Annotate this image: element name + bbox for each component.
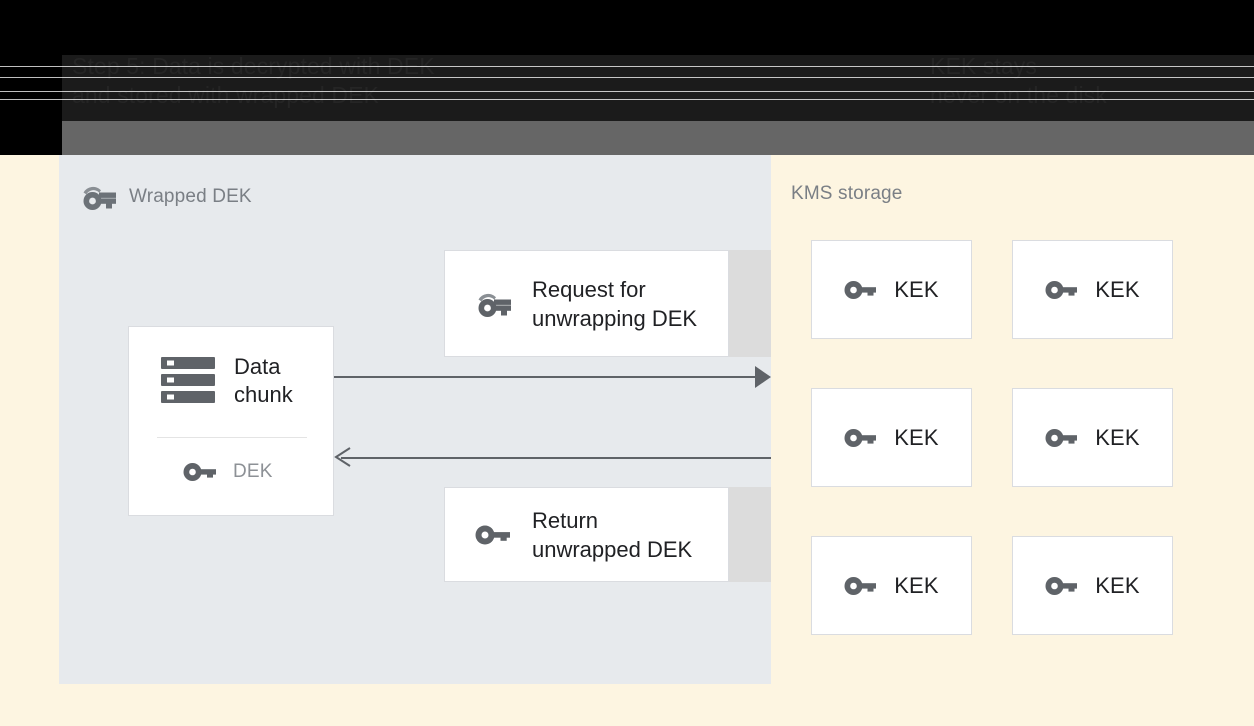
kek-label: KEK (894, 424, 939, 450)
data-chunk-card-header: Data chunk (129, 327, 333, 409)
chrome-gray-band (0, 121, 1254, 155)
kms-storage-heading-label: KMS storage (791, 183, 903, 204)
wrapped-dek-heading: Wrapped DEK (79, 183, 252, 211)
kek-card[interactable]: KEK (1012, 240, 1173, 339)
obscured-heading-left: Step 5: Data is decrypted with DEK and s… (72, 53, 435, 108)
data-chunk-title: Data chunk (234, 354, 293, 407)
kek-card[interactable]: KEK (1012, 536, 1173, 635)
request-card-strip (729, 250, 771, 357)
key-icon (1045, 426, 1079, 450)
request-unwrap-card[interactable]: Request for unwrapping DEK (444, 250, 729, 357)
kek-card[interactable]: KEK (1012, 388, 1173, 487)
return-arrow-head (334, 447, 352, 467)
chrome-black-band (0, 0, 1254, 55)
kek-label: KEK (894, 276, 939, 302)
request-arrow-head (755, 366, 771, 388)
kms-storage-heading: KMS storage (791, 183, 902, 205)
chrome-gray-left-block (0, 121, 62, 155)
return-card-strip (729, 487, 771, 582)
data-chunk-card[interactable]: Data chunk DEK (128, 326, 334, 516)
client-panel: Wrapped DEK Data chunk (59, 155, 771, 684)
kek-card[interactable]: KEK (811, 388, 972, 487)
request-arrow-line (334, 376, 764, 378)
key-icon (844, 574, 878, 598)
key-icon (474, 522, 512, 548)
key-icon (844, 278, 878, 302)
wrapped-key-icon (79, 183, 117, 211)
data-chunk-divider (157, 437, 307, 438)
request-unwrap-label: Request for unwrapping DEK (532, 276, 698, 331)
return-unwrapped-label: Return unwrapped DEK (532, 507, 693, 562)
key-icon (844, 426, 878, 450)
key-icon (1045, 278, 1079, 302)
storage-icon (160, 355, 216, 407)
dek-label: DEK (233, 461, 273, 482)
return-unwrapped-card[interactable]: Return unwrapped DEK (444, 487, 729, 582)
kek-label: KEK (1095, 276, 1140, 302)
kek-card[interactable]: KEK (811, 240, 972, 339)
obscured-heading-right: KEK stays never on the disk (930, 53, 1107, 108)
return-arrow-line (341, 457, 771, 459)
kek-card[interactable]: KEK (811, 536, 972, 635)
data-chunk-dek-row: DEK (183, 460, 273, 484)
key-icon (1045, 574, 1079, 598)
kek-label: KEK (894, 572, 939, 598)
kek-label: KEK (1095, 424, 1140, 450)
wrapped-dek-heading-label: Wrapped DEK (129, 186, 252, 207)
wrapped-key-icon (474, 290, 512, 318)
key-icon (183, 460, 217, 484)
kms-panel: KMS storage KEK KEK (771, 155, 1254, 684)
kek-label: KEK (1095, 572, 1140, 598)
